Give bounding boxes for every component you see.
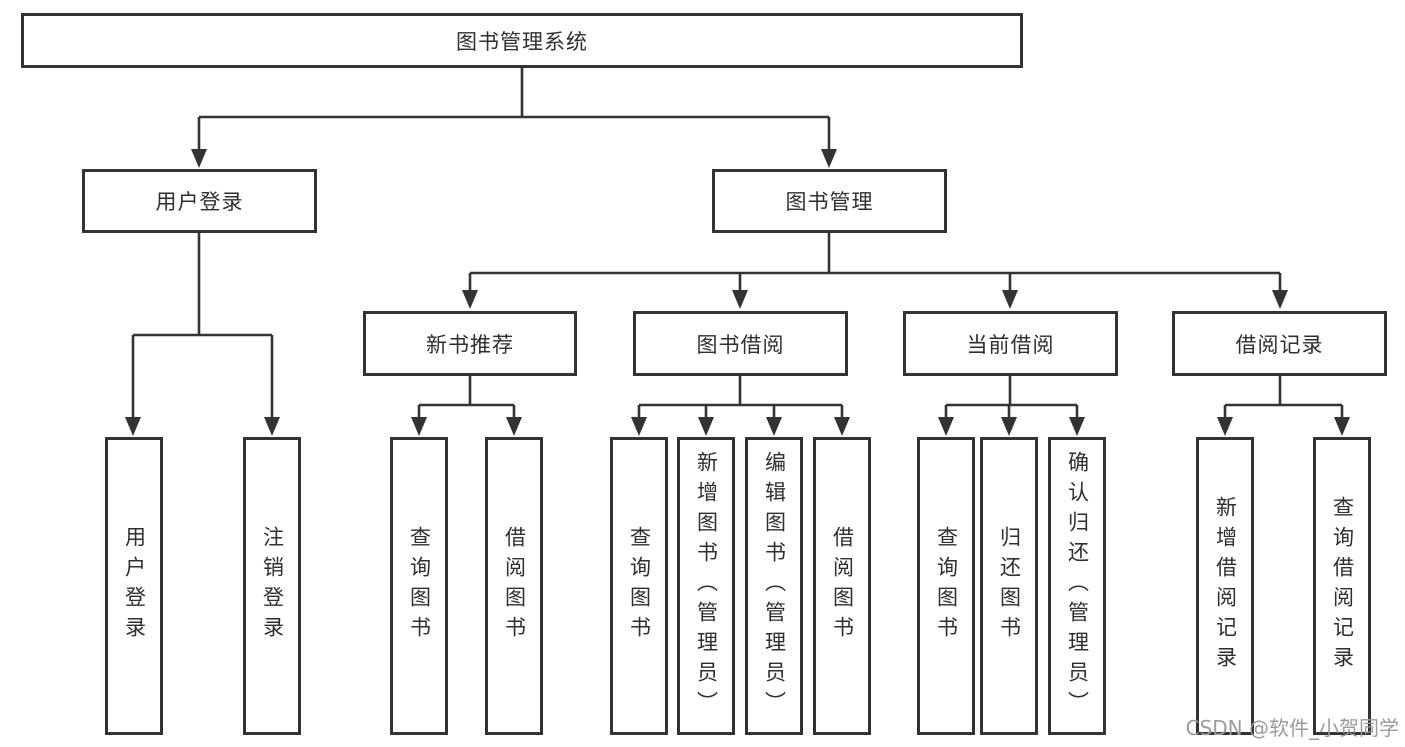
connector-book-management-children: [462, 233, 1288, 309]
connector-user-login-children: [125, 233, 280, 436]
leaf-label: 借阅图书: [830, 526, 855, 646]
arrowhead: [834, 417, 850, 436]
leaf-label: 查询图书: [934, 526, 959, 646]
arrowhead: [1001, 417, 1017, 436]
leaf-logout-login: 注销登录: [243, 437, 301, 735]
leaf-label: 归还图书: [997, 526, 1022, 646]
arrowhead: [1272, 290, 1288, 309]
node-current-borrow: 当前借阅: [903, 311, 1118, 376]
arrowhead: [1217, 417, 1233, 436]
arrowhead: [411, 417, 427, 436]
leaf-borrow-book-recommend: 借阅图书: [485, 437, 543, 735]
arrowhead: [462, 290, 478, 309]
arrowhead: [506, 417, 522, 436]
connector-current-borrow-children: [938, 376, 1085, 436]
arrowhead: [631, 417, 647, 436]
leaf-label: 注销登录: [260, 526, 285, 646]
leaf-label: 查询图书: [627, 526, 652, 646]
node-library-management-system: 图书管理系统: [21, 13, 1023, 68]
csdn-watermark: CSDN @软件_小贺同学: [1185, 716, 1399, 740]
connector-root-to-level2: [191, 68, 837, 168]
leaf-query-borrow-record: 查询借阅记录: [1313, 437, 1371, 735]
leaf-edit-book-admin: 编辑图书（管理员）: [745, 437, 803, 735]
leaf-query-book-current: 查询图书: [917, 437, 975, 735]
leaf-label: 编辑图书（管理员）: [762, 451, 787, 721]
arrowhead: [766, 417, 782, 436]
leaf-label: 用户登录: [122, 526, 147, 646]
leaf-confirm-return-admin: 确认归还（管理员）: [1048, 437, 1106, 735]
leaf-label: 查询借阅记录: [1330, 496, 1355, 676]
connector-new-book-recommend-children: [411, 376, 522, 436]
leaf-borrow-book: 借阅图书: [813, 437, 871, 735]
arrowhead: [1334, 417, 1350, 436]
arrowhead: [125, 417, 141, 436]
leaf-label: 查询图书: [407, 526, 432, 646]
connector-book-borrow-children: [631, 376, 850, 436]
arrowhead: [191, 149, 207, 168]
leaf-add-borrow-record: 新增借阅记录: [1196, 437, 1254, 735]
leaf-label: 新增图书（管理员）: [694, 451, 719, 721]
node-user-login: 用户登录: [82, 169, 317, 233]
connector-borrow-record-children: [1217, 376, 1350, 436]
leaf-query-book-borrow: 查询图书: [610, 437, 668, 735]
arrowhead: [732, 290, 748, 309]
node-book-management: 图书管理: [712, 169, 947, 233]
leaf-label: 新增借阅记录: [1213, 496, 1238, 676]
leaf-add-book-admin: 新增图书（管理员）: [677, 437, 735, 735]
node-new-book-recommend: 新书推荐: [363, 311, 577, 376]
arrowhead: [1069, 417, 1085, 436]
leaf-return-book: 归还图书: [980, 437, 1038, 735]
leaf-user-login: 用户登录: [105, 437, 163, 735]
leaf-label: 确认归还（管理员）: [1065, 451, 1090, 721]
arrowhead: [938, 417, 954, 436]
leaf-label: 借阅图书: [502, 526, 527, 646]
node-borrow-record: 借阅记录: [1172, 311, 1387, 376]
arrowhead: [821, 149, 837, 168]
arrowhead: [264, 417, 280, 436]
arrowhead: [698, 417, 714, 436]
arrowhead: [1002, 290, 1018, 309]
node-book-borrow: 图书借阅: [633, 311, 848, 376]
leaf-query-book-recommend: 查询图书: [390, 437, 448, 735]
